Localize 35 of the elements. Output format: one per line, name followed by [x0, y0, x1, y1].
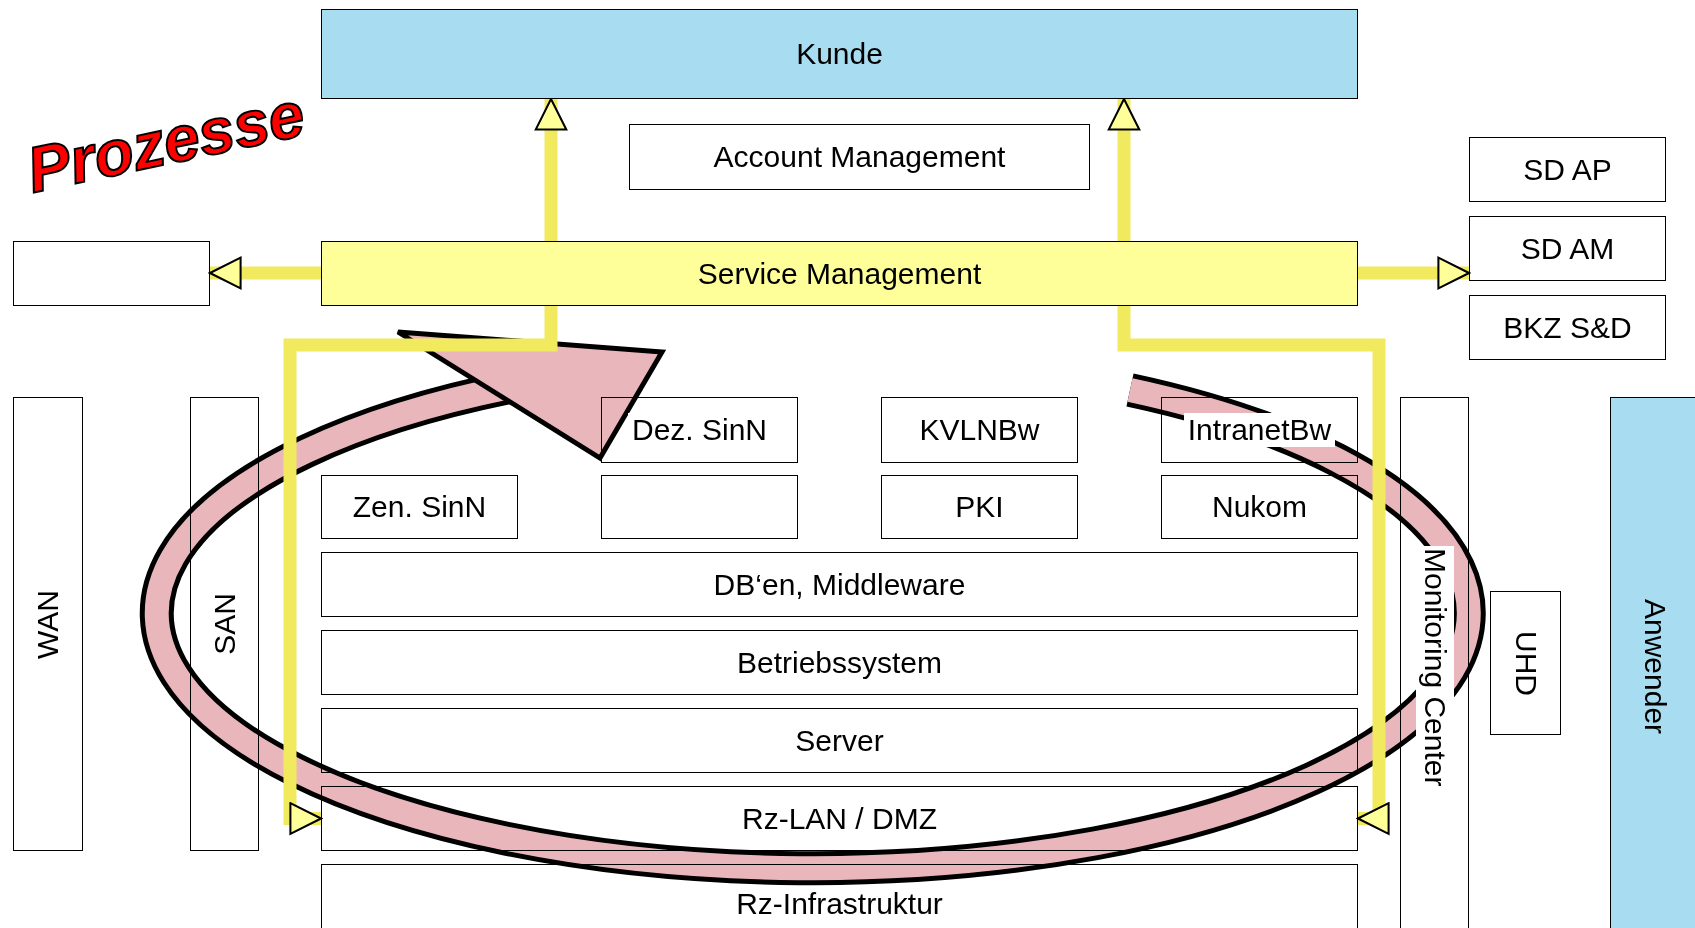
layer-box [881, 475, 1078, 539]
empty-box [13, 241, 210, 306]
block-arrow [1107, 98, 1141, 241]
layer-box [1469, 137, 1666, 202]
customer-band [321, 9, 1358, 99]
layer-box [1469, 216, 1666, 281]
layer-box [321, 552, 1358, 617]
empty-box [601, 475, 798, 539]
layer-box [13, 397, 83, 851]
layer-box [321, 864, 1358, 928]
management-band [321, 241, 1358, 306]
layer-box [321, 630, 1358, 695]
user-band [1610, 397, 1695, 928]
process-title: Prozesse [21, 81, 310, 203]
block-arrow [1117, 306, 1390, 835]
layer-box [1161, 475, 1358, 539]
box-label: Kunde [795, 37, 884, 71]
layer-box [1490, 591, 1561, 735]
block-arrow [1358, 256, 1470, 290]
layer-box [321, 786, 1358, 851]
layer-box [321, 708, 1358, 773]
layer-box [629, 124, 1090, 190]
box-label: IntranetBw [1183, 413, 1336, 447]
layer-box [321, 475, 518, 539]
layer-box [190, 397, 259, 851]
block-arrow [209, 256, 321, 290]
block-arrow [283, 306, 558, 835]
layer-box [1161, 397, 1358, 463]
block-arrow [534, 98, 568, 241]
box-label: Anwender [1638, 598, 1673, 737]
box-label: Monitoring Center [1415, 545, 1454, 789]
layer-box [1469, 295, 1666, 360]
box-label: Service Management [696, 256, 983, 291]
layer-box [1400, 397, 1469, 928]
layer-box [881, 397, 1078, 463]
